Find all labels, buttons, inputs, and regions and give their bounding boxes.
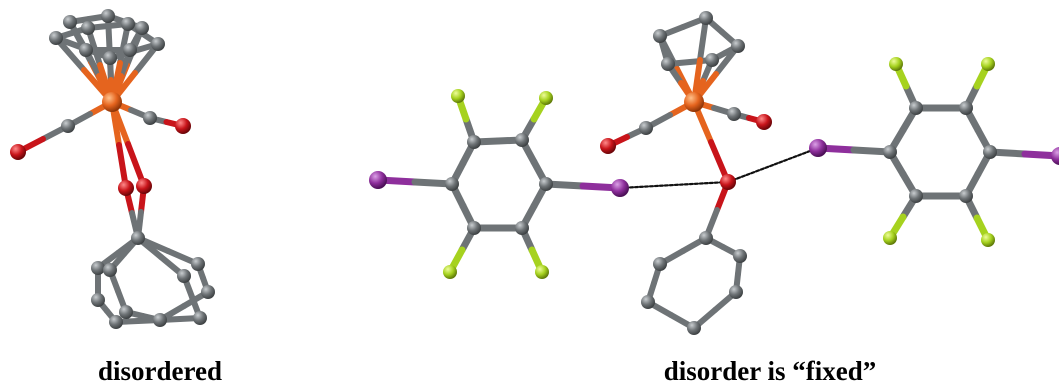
atom-carbon — [515, 133, 529, 147]
atom-carbon — [49, 31, 63, 45]
atom-carbon — [153, 313, 167, 327]
atom-carbon — [539, 177, 553, 191]
atom-carbon — [61, 119, 75, 133]
caption-disorder-fixed: disorder is “fixed” — [663, 356, 877, 386]
atom-carbon — [729, 285, 743, 299]
atom-fluorine — [451, 89, 465, 103]
atom-carbon — [445, 177, 459, 191]
atom-oxygen — [10, 144, 26, 160]
atom-carbon — [81, 21, 95, 35]
atom-oxygen — [175, 118, 191, 134]
atom-iodine — [809, 139, 827, 157]
atom-carbon — [727, 107, 741, 121]
atom-carbon — [119, 305, 133, 319]
atom-carbon — [705, 53, 719, 67]
atom-carbon — [109, 315, 123, 329]
atom-carbon — [121, 17, 135, 31]
atom-carbon — [653, 257, 667, 271]
atom-iodine — [369, 171, 387, 189]
atom-carbon — [959, 101, 973, 115]
atom-carbon — [79, 43, 93, 57]
atom-carbon — [909, 189, 923, 203]
atom-fluorine — [981, 57, 995, 71]
halogen-bond-left — [618, 180, 730, 190]
halogen-bond-layer — [618, 146, 820, 190]
atom-carbon — [91, 293, 105, 307]
atom-carbon — [201, 285, 215, 299]
atom-carbon — [143, 111, 157, 125]
atom-oxygen — [118, 180, 134, 196]
atom-carbon — [983, 145, 997, 159]
atom-oxygen — [720, 174, 736, 190]
atom-oxygen — [756, 114, 772, 130]
atom-carbon — [467, 135, 481, 149]
atom-carbon — [103, 263, 117, 277]
atom-carbon — [467, 221, 481, 235]
atom-carbon — [661, 57, 675, 71]
atom-iron — [684, 92, 704, 112]
atom-iodine — [1051, 147, 1059, 165]
atom-carbon — [135, 21, 149, 35]
atom-carbon — [731, 39, 745, 53]
atom-carbon — [687, 321, 701, 335]
bond-half-carbon — [53, 35, 87, 73]
atom-carbon — [515, 221, 529, 235]
atom-carbon — [191, 257, 205, 271]
atom-carbon — [193, 311, 207, 325]
atom-fluorine — [883, 231, 897, 245]
atom-oxygen — [600, 138, 616, 154]
atom-carbon — [909, 101, 923, 115]
caption-disordered: disordered — [97, 356, 223, 386]
atom-carbon — [177, 269, 191, 283]
atom-carbon — [639, 121, 653, 135]
atom-oxygen — [136, 178, 152, 194]
atom-fluorine — [443, 265, 457, 279]
atom-carbon — [151, 37, 165, 51]
atom-carbon — [883, 145, 897, 159]
atom-carbon — [653, 29, 667, 43]
atom-carbon — [131, 231, 145, 245]
halogen-bond-right — [726, 146, 820, 184]
atom-carbon — [123, 43, 137, 57]
atom-carbon — [91, 261, 105, 275]
atom-iron — [102, 92, 122, 112]
atom-carbon — [101, 9, 115, 23]
atom-carbon — [699, 231, 713, 245]
atom-fluorine — [889, 57, 903, 71]
atom-carbon — [103, 51, 117, 65]
atom-carbon — [699, 11, 713, 25]
atom-layer — [10, 9, 1059, 335]
atom-carbon — [63, 15, 77, 29]
atom-iodine — [611, 179, 629, 197]
atom-carbon — [641, 295, 655, 309]
atom-fluorine — [981, 233, 995, 247]
bond-half-carbon — [697, 15, 709, 63]
atom-fluorine — [539, 91, 553, 105]
atom-carbon — [959, 189, 973, 203]
atom-carbon — [733, 249, 747, 263]
atom-fluorine — [535, 265, 549, 279]
